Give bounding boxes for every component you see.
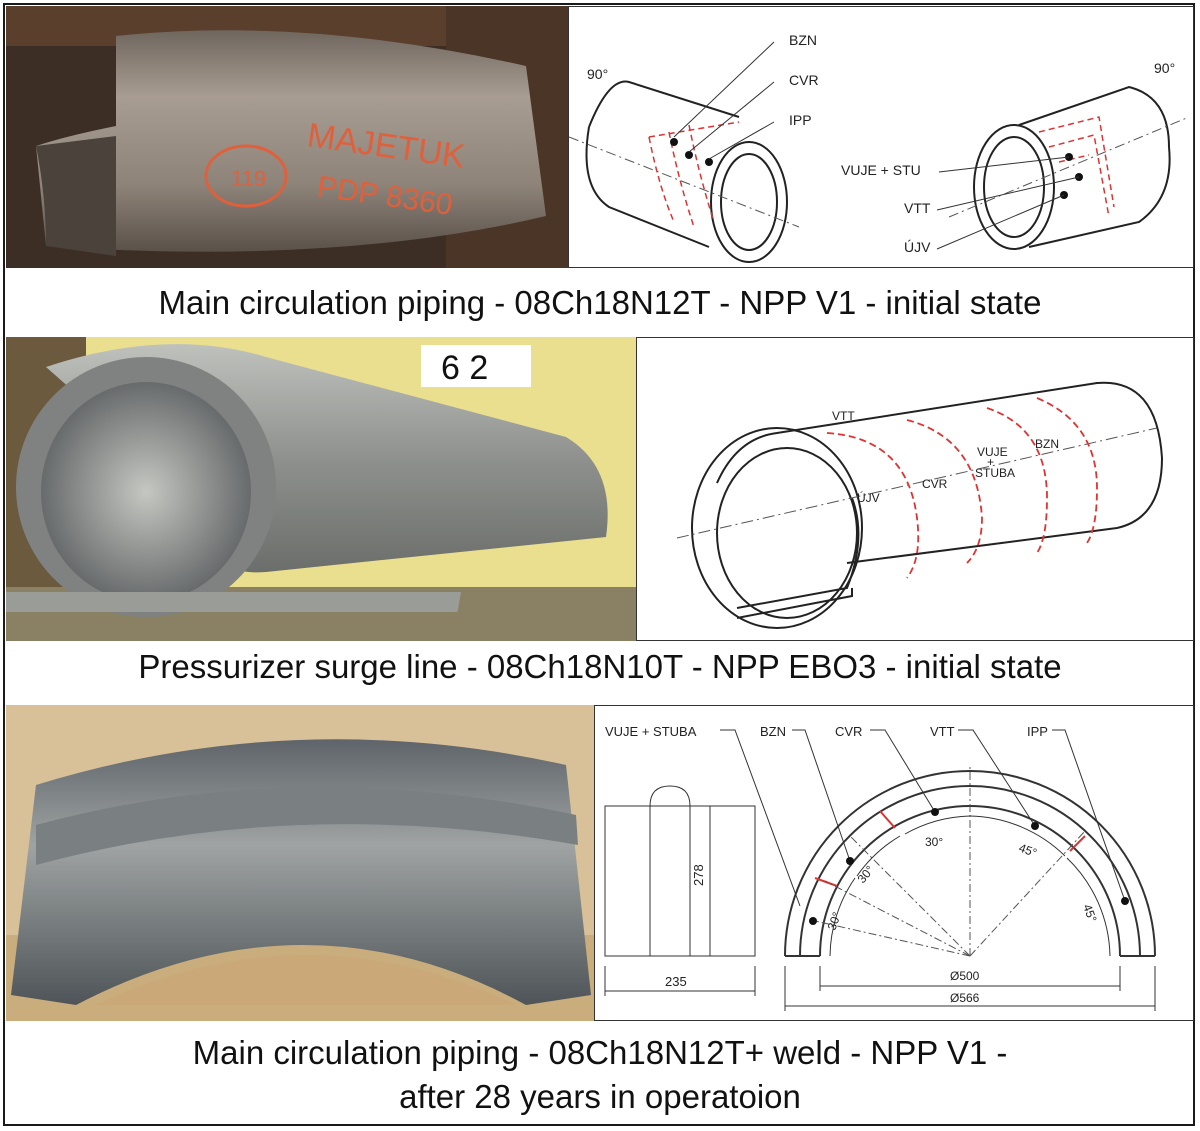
label-vuje-stu: VUJE + STU [841, 162, 921, 178]
label-ipp: IPP [1027, 724, 1048, 739]
diagram-weld-specimen-dimensions: VUJE + STUBA BZN CVR VTT IPP 278 235 [594, 705, 1194, 1021]
caption-row2: Pressurizer surge line - 08Ch18N10T - NP… [138, 648, 1062, 685]
label-cvr: CVR [922, 477, 948, 491]
angle-45-a: 45° [1017, 841, 1039, 860]
label-bzn: BZN [760, 724, 786, 739]
caption-row3-line2: after 28 years in operatoion [399, 1078, 801, 1115]
angle-30-c: 30° [925, 835, 943, 849]
label-vuje-stuba: VUJE + STUBA [605, 724, 697, 739]
diagram-surge-line-specimen-locations: VTT ÚJV CVR VUJE + STUBA BZN [636, 337, 1194, 641]
caption-row1: Main circulation piping - 08Ch18N12T - N… [158, 284, 1042, 321]
label-ujv: ÚJV [857, 490, 880, 505]
label-ipp: IPP [789, 112, 812, 128]
inner-diameter: Ø500 [950, 969, 980, 983]
angle-45-b: 45° [1080, 902, 1099, 924]
angle-30-b: 30° [855, 863, 878, 886]
label-bzn: BZN [789, 32, 817, 48]
diagram-pipe-segments-specimen-locations: 90° BZN CVR IPP 90° VUJE + STU VTT ÚJV [568, 6, 1194, 268]
width-dimension: 235 [665, 974, 687, 989]
photo-pressurizer-surge-line: 6 2 [6, 337, 636, 641]
outer-diameter: Ø566 [950, 991, 980, 1005]
height-dimension: 278 [691, 864, 706, 886]
angle-30-a: 30° [825, 910, 844, 932]
label-vtt: VTT [832, 409, 855, 423]
label-bzn: BZN [1035, 437, 1059, 451]
label-cvr: CVR [835, 724, 862, 739]
label-vuje: VUJE [977, 445, 1008, 459]
label-ujv: ÚJV [904, 239, 931, 255]
label-vtt: VTT [930, 724, 955, 739]
photo-main-circulation-piping-initial: 119 MAJETUK PDP 8360 [6, 6, 568, 268]
specimen-tag: 6 2 [441, 349, 488, 387]
label-stuba: STUBA [975, 466, 1015, 480]
angle-left-label: 90° [587, 66, 608, 82]
caption-row3-line1: Main circulation piping - 08Ch18N12T+ we… [192, 1034, 1008, 1071]
angle-right-label: 90° [1154, 60, 1175, 76]
label-plus: + [987, 455, 994, 469]
photo-main-circulation-piping-weld [6, 705, 594, 1021]
label-vtt: VTT [904, 200, 931, 216]
label-cvr: CVR [789, 72, 819, 88]
figure-frame [3, 3, 1195, 1126]
marking-circle-number: 119 [231, 166, 266, 191]
